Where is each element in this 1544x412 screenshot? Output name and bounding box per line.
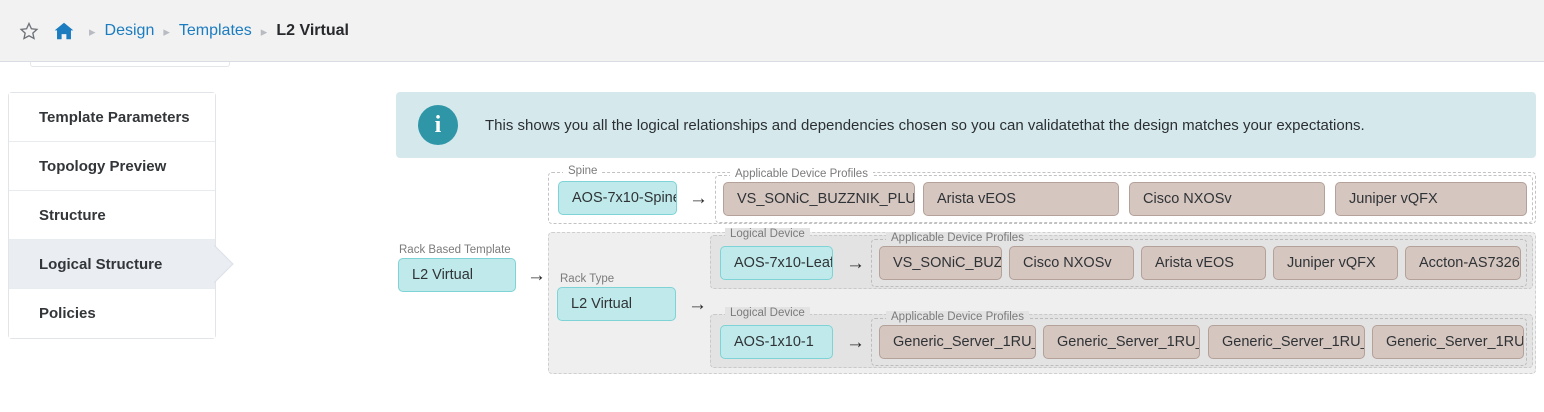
- home-icon[interactable]: [52, 19, 76, 43]
- breadcrumb: ▸ Design ▸ Templates ▸ L2 Virtual: [18, 0, 349, 62]
- breadcrumb-separator-2: ▸: [163, 23, 170, 39]
- tab-stub: [30, 62, 230, 67]
- rack-type-label: Rack Type: [558, 273, 617, 285]
- spine-logical-device-chip[interactable]: AOS-7x10-Spine: [558, 181, 677, 215]
- server-logical-device-chip[interactable]: AOS-1x10-1: [720, 325, 833, 359]
- sidebar-item-template-parameters[interactable]: Template Parameters: [9, 93, 215, 142]
- spine-applicable-device-profiles-group: Applicable Device Profiles VS_SONiC_BUZZ…: [715, 168, 1533, 223]
- leaf-logical-device-legend: Logical Device: [725, 228, 810, 240]
- leaf-device-profile-chip[interactable]: Juniper vQFX: [1273, 246, 1398, 280]
- favorite-star-icon[interactable]: [18, 20, 40, 42]
- server-logical-device-group: Logical Device AOS-1x10-1 → Applicable D…: [710, 307, 1533, 368]
- leaf-applicable-device-profiles-group: Applicable Device Profiles VS_SONiC_BUZZ…: [871, 232, 1527, 287]
- leaf-device-profile-chip[interactable]: Accton-AS7326-5...: [1405, 246, 1521, 280]
- server-device-profile-chip[interactable]: Generic_Server_1RU_1x1...: [879, 325, 1036, 359]
- server-logical-device-legend: Logical Device: [725, 307, 810, 319]
- leaf-arrow-icon: →: [846, 253, 865, 274]
- breadcrumb-current-page: L2 Virtual: [276, 22, 349, 39]
- spine-device-profile-chip[interactable]: Juniper vQFX: [1335, 182, 1527, 216]
- breadcrumb-link-design[interactable]: Design: [104, 22, 155, 39]
- sidebar-item-label: Logical Structure: [39, 255, 163, 273]
- sidebar-item-structure[interactable]: Structure: [9, 191, 215, 240]
- server-device-profile-chip[interactable]: Generic_Server_1RU_1x1...: [1372, 325, 1524, 359]
- spine-profiles-legend: Applicable Device Profiles: [730, 168, 873, 180]
- spine-device-profile-chip[interactable]: VS_SONiC_BUZZNIK_PLUS: [723, 182, 915, 216]
- sidebar-item-policies[interactable]: Policies: [9, 289, 215, 338]
- sidebar-nav: Template Parameters Topology Preview Str…: [8, 92, 216, 339]
- info-circle-icon: i: [418, 105, 458, 145]
- breadcrumb-separator-3: ▸: [260, 23, 268, 39]
- spine-device-profile-chip[interactable]: Cisco NXOSv: [1129, 182, 1325, 216]
- server-device-profile-chip[interactable]: Generic_Server_1RU_1x1...: [1208, 325, 1365, 359]
- leaf-device-profile-chip[interactable]: Arista vEOS: [1141, 246, 1266, 280]
- leaf-logical-device-group: Logical Device AOS-7x10-Leaf → Applicabl…: [710, 228, 1533, 289]
- rack-type-group: Rack Type L2 Virtual → Logical Device AO…: [548, 228, 1536, 374]
- info-banner: i This shows you all the logical relatio…: [396, 92, 1536, 158]
- page-header: ▸ Design ▸ Templates ▸ L2 Virtual: [0, 0, 1544, 62]
- server-profiles-legend: Applicable Device Profiles: [886, 311, 1029, 323]
- sidebar-item-label: Topology Preview: [39, 157, 167, 175]
- leaf-device-profile-chip[interactable]: VS_SONiC_BUZZ...: [879, 246, 1002, 280]
- spine-group-legend: Spine: [563, 165, 603, 177]
- rack-type-chip[interactable]: L2 Virtual: [557, 287, 676, 321]
- rack-based-template-arrow-icon: →: [527, 265, 546, 286]
- sidebar-item-topology-preview[interactable]: Topology Preview: [9, 142, 215, 191]
- spine-arrow-icon: →: [689, 188, 708, 209]
- rack-based-template-label: Rack Based Template: [399, 244, 511, 256]
- sidebar-item-label: Structure: [39, 206, 106, 224]
- sidebar-item-label: Policies: [39, 305, 96, 322]
- breadcrumb-link-templates[interactable]: Templates: [178, 22, 252, 39]
- breadcrumb-separator-1: ▸: [89, 23, 96, 39]
- sidebar-item-label: Template Parameters: [39, 108, 190, 126]
- rack-type-arrow-icon: →: [688, 294, 707, 315]
- spine-device-profile-chip[interactable]: Arista vEOS: [923, 182, 1119, 216]
- spine-group: Spine AOS-7x10-Spine → Applicable Device…: [548, 165, 1536, 224]
- server-arrow-icon: →: [846, 332, 865, 353]
- rack-based-template-chip[interactable]: L2 Virtual: [398, 258, 516, 292]
- server-device-profile-chip[interactable]: Generic_Server_1RU_1x1...: [1043, 325, 1200, 359]
- server-applicable-device-profiles-group: Applicable Device Profiles Generic_Serve…: [871, 311, 1527, 366]
- leaf-profiles-legend: Applicable Device Profiles: [886, 232, 1029, 244]
- leaf-device-profile-chip[interactable]: Cisco NXOSv: [1009, 246, 1134, 280]
- info-banner-text: This shows you all the logical relations…: [485, 116, 1365, 134]
- sidebar-item-logical-structure[interactable]: Logical Structure: [9, 240, 215, 289]
- leaf-logical-device-chip[interactable]: AOS-7x10-Leaf: [720, 246, 833, 280]
